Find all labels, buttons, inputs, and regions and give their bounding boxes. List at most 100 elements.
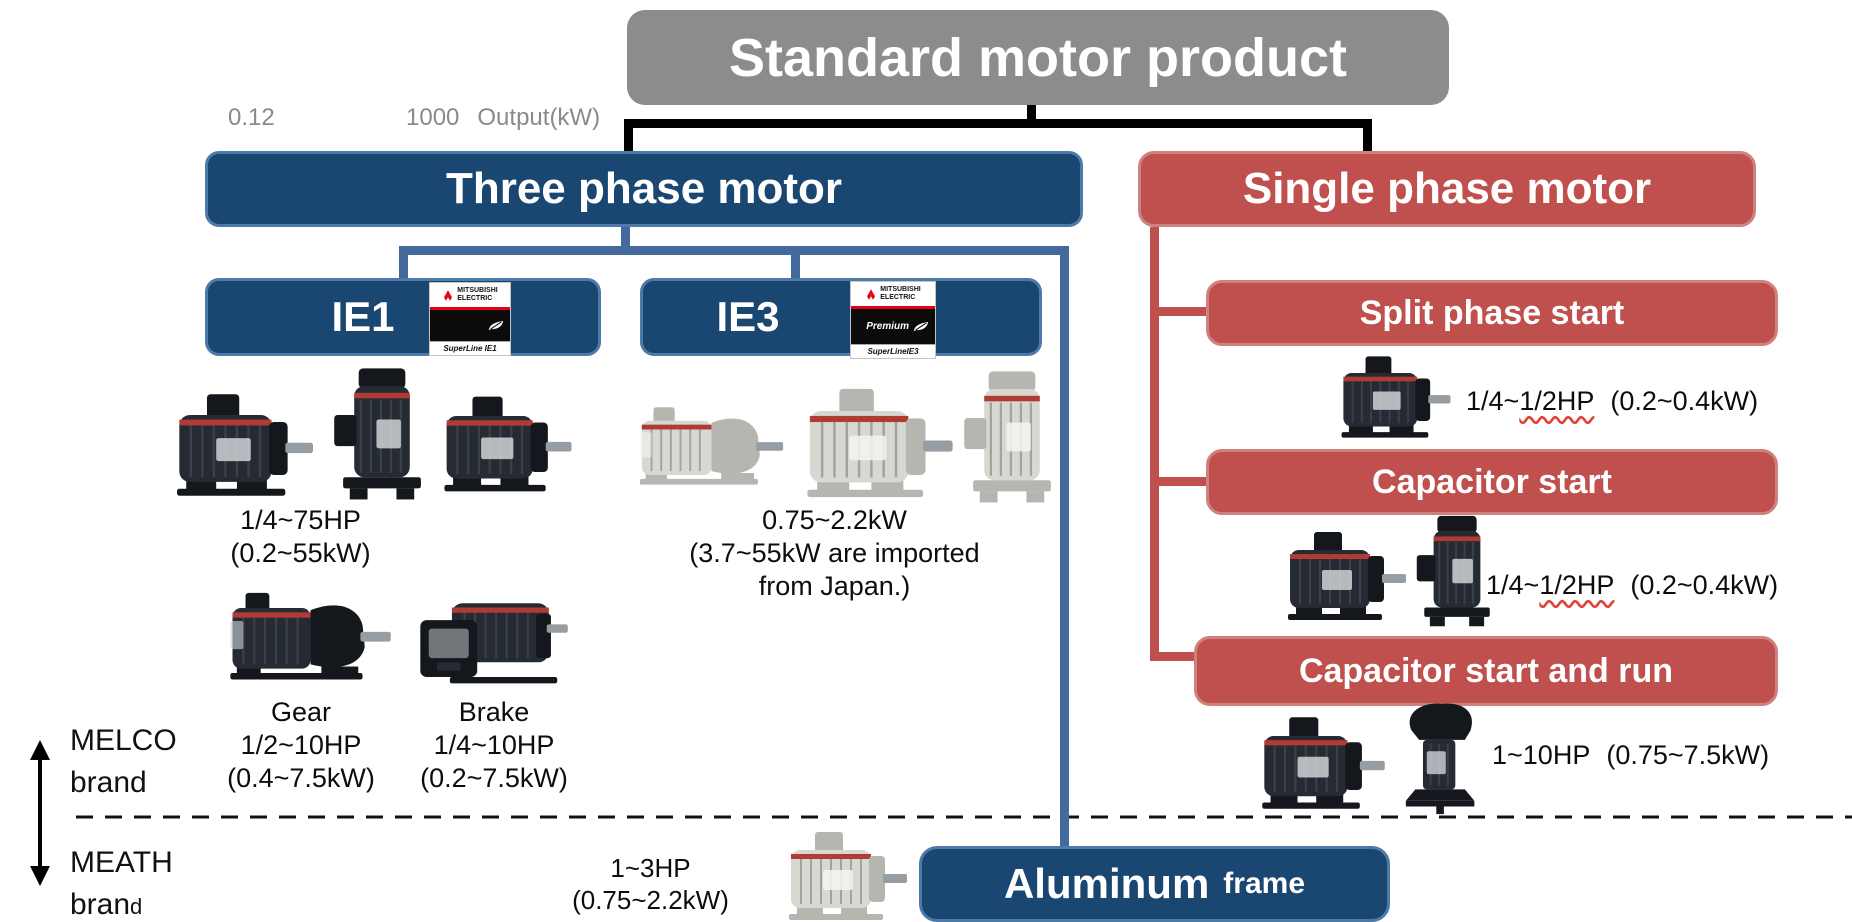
connector-red-vertical xyxy=(1150,227,1159,661)
connector-top-horizontal xyxy=(624,119,1372,128)
capacitor-start-run-label: Capacitor start and run xyxy=(1298,651,1674,690)
capacitor-start-run-box: Capacitor start and run xyxy=(1194,636,1778,706)
single-phase-motor-label: Single phase motor xyxy=(1242,164,1652,213)
aluminum-word: Aluminum xyxy=(1003,860,1210,907)
meath-word-main: bran xyxy=(70,888,131,921)
aluminum-spec: 1~3HP (0.75~2.2kW) xyxy=(548,852,753,916)
badge-brand-line1: MITSUBISHI xyxy=(457,287,498,294)
aluminum-spec-kw: (0.75~2.2kW) xyxy=(572,885,729,915)
brake-motor-kw: (0.2~7.5kW) xyxy=(420,763,568,793)
connector-three-phase-stub xyxy=(621,227,630,255)
output-scale-min: 0.12 xyxy=(228,104,275,131)
melco-name: MELCO xyxy=(70,724,177,757)
split-phase-hp-wavy: 1/2HP xyxy=(1519,386,1595,416)
split-phase-motor-image xyxy=(1336,352,1456,442)
capacitor-start-label: Capacitor start xyxy=(1372,462,1612,501)
mitsubishi-logo-icon xyxy=(442,290,454,301)
connector-title-stub xyxy=(1027,100,1036,124)
title-box: Standard motor product xyxy=(627,10,1449,105)
badge-brand-text: MITSUBISHI ELECTRIC xyxy=(457,287,497,303)
page-title: Standard motor product xyxy=(729,27,1347,88)
split-phase-start-box: Split phase start xyxy=(1206,280,1778,346)
capacitor-start-spec: 1/4~1/2HP (0.2~0.4kW) xyxy=(1486,570,1778,601)
badge-brand-line2: ELECTRIC xyxy=(880,294,916,301)
brake-motor-hp: 1/4~10HP xyxy=(433,730,555,760)
badge-series-label: SuperLine IE1 xyxy=(430,341,510,355)
ie1-motor-frame-image xyxy=(438,388,578,500)
split-phase-spec: 1/4~1/2HP (0.2~0.4kW) xyxy=(1466,386,1758,417)
ie3-spec: 0.75~2.2kW (3.7~55kW are imported from J… xyxy=(612,504,1057,603)
brake-motor-spec: Brake 1/4~10HP (0.2~7.5kW) xyxy=(404,696,584,795)
capacitor-run-motor-image-2 xyxy=(1392,698,1492,816)
brake-motor-name: Brake xyxy=(458,697,530,727)
split-phase-start-label: Split phase start xyxy=(1359,293,1625,332)
badge-red-stripe xyxy=(851,306,935,309)
ie3-motor-horizontal-image xyxy=(800,386,960,500)
capacitor-run-hp-prefix: 1~10HP xyxy=(1492,740,1591,770)
gear-motor-hp: 1/2~10HP xyxy=(240,730,362,760)
brand-divider-dashed-line xyxy=(76,815,1852,819)
ie1-label: IE1 xyxy=(331,293,395,340)
ie3-spec-note-line2: from Japan.) xyxy=(758,571,911,601)
mitsubishi-ie1-badge: MITSUBISHI ELECTRIC SuperLine IE1 xyxy=(430,283,510,355)
ie3-spec-kw: 0.75~2.2kW xyxy=(762,505,907,535)
ie1-spec-hp: 1/4~75HP xyxy=(240,505,361,535)
connector-drop-three-phase xyxy=(624,119,633,155)
leaf-icon xyxy=(912,320,930,333)
output-scale-max-value: 1000 xyxy=(406,104,460,131)
output-scale-unit: Output(kW) xyxy=(477,104,601,131)
badge-red-stripe xyxy=(430,307,510,310)
meath-brand-label: MEATH brand xyxy=(70,842,173,922)
ie1-motor-horizontal-image xyxy=(170,392,320,498)
ie1-motor-vertical-image xyxy=(332,366,432,504)
gear-motor-image xyxy=(226,584,394,684)
badge-premium-label: Premium xyxy=(866,321,909,332)
melco-word: brand xyxy=(70,766,147,799)
ie3-motor-gear-image xyxy=(636,398,786,490)
melco-brand-label: MELCO brand xyxy=(70,720,177,804)
gear-motor-name: Gear xyxy=(270,697,332,727)
connector-drop-aluminum xyxy=(1060,246,1069,846)
split-phase-kw: (0.2~0.4kW) xyxy=(1610,386,1759,416)
capacitor-run-spec: 1~10HP (0.75~7.5kW) xyxy=(1492,740,1769,771)
capacitor-run-kw: (0.75~7.5kW) xyxy=(1606,740,1770,770)
output-scale-max: 1000 Output(kW) xyxy=(406,104,600,132)
badge-black-band: Premium xyxy=(851,309,935,344)
capacitor-start-box: Capacitor start xyxy=(1206,449,1778,515)
badge-brand-text: MITSUBISHI ELECTRIC xyxy=(880,286,920,302)
capacitor-start-hp-prefix: 1/4~ xyxy=(1486,570,1540,600)
brake-motor-image xyxy=(414,588,572,686)
capacitor-run-motor-image-1 xyxy=(1256,714,1391,812)
ie1-box: IE1 MITSUBISHI ELECTRIC SuperLine IE1 xyxy=(205,278,601,356)
split-phase-hp-prefix: 1/4~ xyxy=(1466,386,1520,416)
capacitor-start-motor-image-1 xyxy=(1282,528,1412,624)
connector-stub-split-phase xyxy=(1150,307,1208,316)
connector-drop-ie3 xyxy=(791,246,800,282)
aluminum-motor-image xyxy=(768,830,928,922)
aluminum-spec-hp: 1~3HP xyxy=(610,853,691,883)
connector-drop-ie1 xyxy=(399,246,408,282)
capacitor-start-kw: (0.2~0.4kW) xyxy=(1630,570,1779,600)
mitsubishi-ie3-badge: MITSUBISHI ELECTRIC Premium SuperLineIE3 xyxy=(851,282,935,358)
badge-black-band xyxy=(430,310,510,341)
three-phase-motor-label: Three phase motor xyxy=(445,164,843,213)
badge-brand-line2: ELECTRIC xyxy=(457,295,493,302)
connector-stub-capacitor-run xyxy=(1150,652,1196,661)
aluminum-frame-box: Aluminum frame xyxy=(919,846,1390,922)
badge-brand-line1: MITSUBISHI xyxy=(880,286,921,293)
brand-double-arrow-icon xyxy=(30,740,50,886)
ie3-box: IE3 MITSUBISHI ELECTRIC Premium SuperLin… xyxy=(640,278,1042,358)
capacitor-start-hp-wavy: 1/2HP xyxy=(1539,570,1615,600)
meath-word: brand xyxy=(70,884,173,922)
mitsubishi-logo-icon xyxy=(865,289,877,300)
meath-name: MEATH xyxy=(70,846,173,879)
badge-series-label: SuperLineIE3 xyxy=(851,344,935,358)
gear-motor-spec: Gear 1/2~10HP (0.4~7.5kW) xyxy=(212,696,390,795)
frame-word: frame xyxy=(1223,867,1306,900)
ie3-spec-note-line1: (3.7~55kW are imported xyxy=(689,538,980,568)
ie3-label: IE3 xyxy=(716,293,780,340)
badge-brand-row: MITSUBISHI ELECTRIC xyxy=(851,282,935,306)
badge-brand-row: MITSUBISHI ELECTRIC xyxy=(430,283,510,307)
ie1-spec-kw: (0.2~55kW) xyxy=(230,538,371,568)
